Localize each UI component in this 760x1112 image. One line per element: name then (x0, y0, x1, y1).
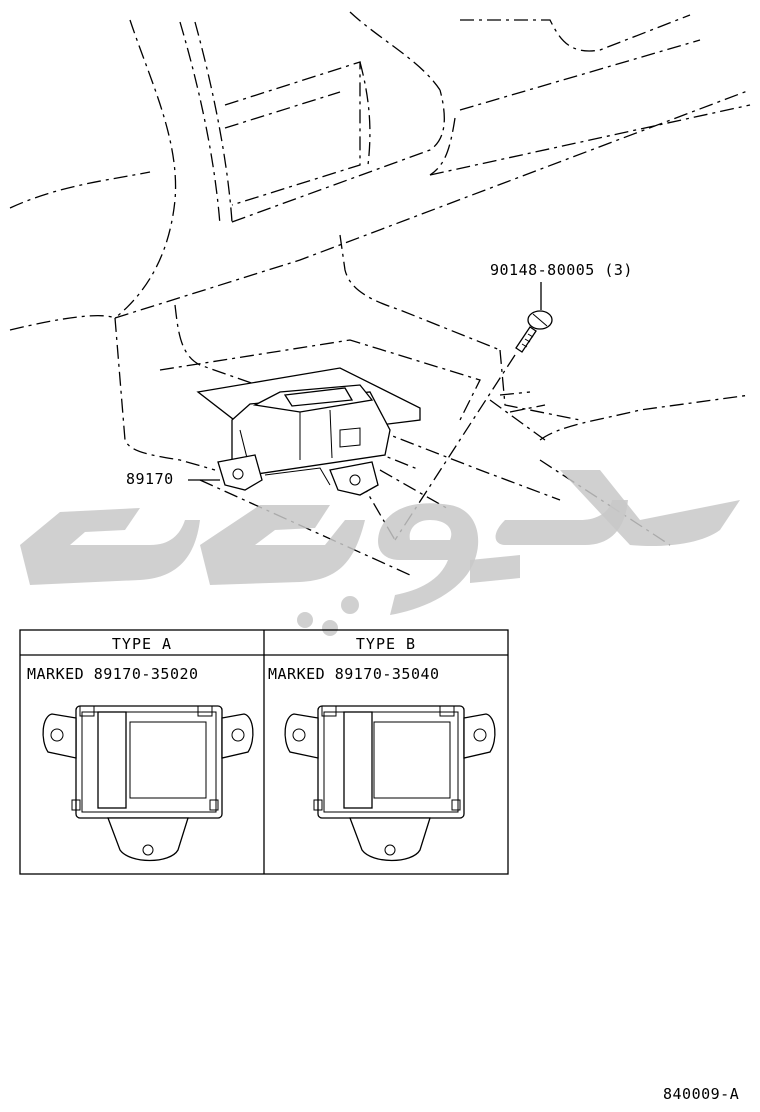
type-table-frame (19, 629, 509, 875)
vehicle-body-outline (9, 11, 751, 576)
sensor-part-number: 89170 (126, 470, 174, 488)
watermark-logo (20, 470, 740, 636)
type-a-header: TYPE A (111, 635, 173, 653)
type-b-sensor-sketch (284, 705, 496, 862)
bolt-part-number: 90148-80005 (3) (490, 261, 633, 279)
type-a-marked-label: MARKED 89170-35020 (27, 665, 199, 683)
bolt-part (515, 310, 553, 353)
type-a-sensor-sketch (42, 705, 254, 862)
type-b-marked-label: MARKED 89170-35040 (268, 665, 440, 683)
type-b-header: TYPE B (355, 635, 417, 653)
airbag-sensor-assembly (196, 367, 421, 496)
drawing-number: 840009-A (663, 1085, 740, 1103)
